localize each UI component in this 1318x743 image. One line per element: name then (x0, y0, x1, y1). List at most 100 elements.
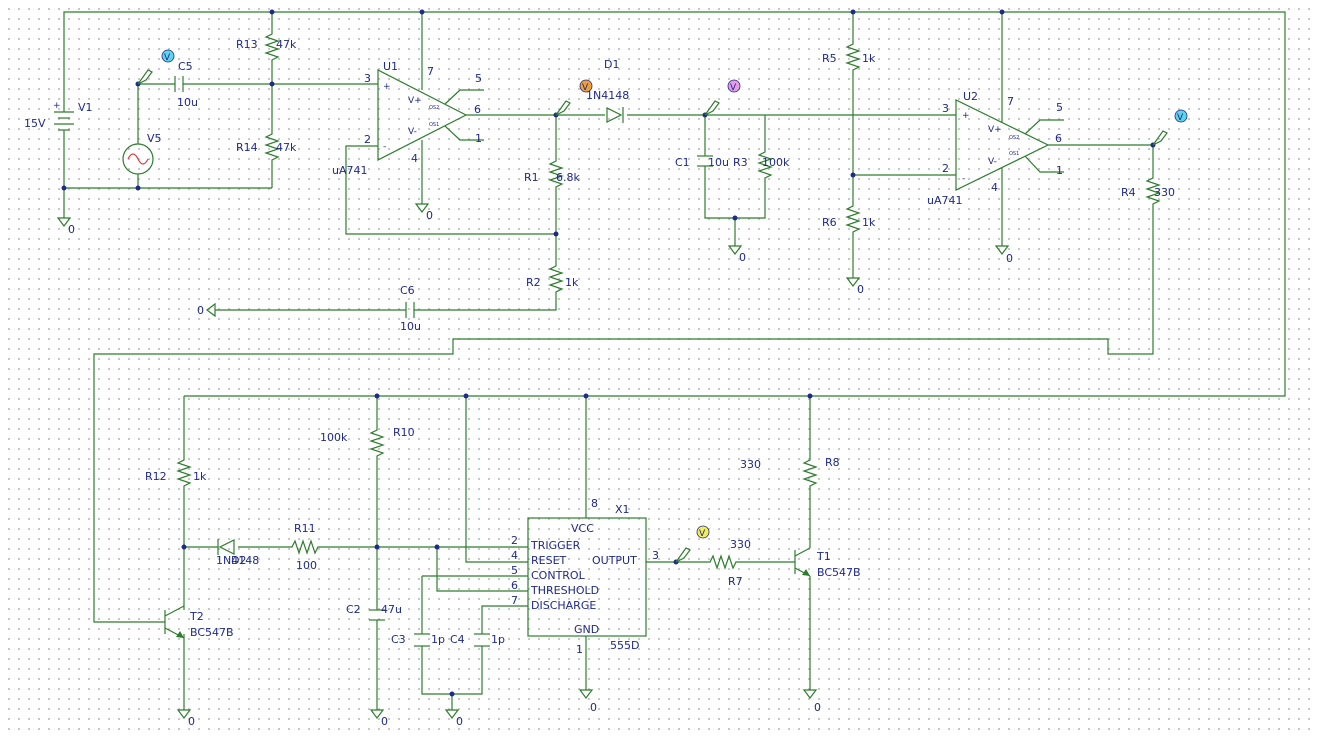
resistor-r7[interactable]: 330 R7 (706, 538, 751, 588)
u1-vplus: V+ (408, 96, 422, 106)
ground-c1: 0 (727, 245, 746, 264)
u2-vminus: V- (988, 157, 997, 167)
capacitor-c1[interactable]: C1 10u (675, 155, 729, 169)
resistor-r2[interactable]: R2 1k (526, 262, 579, 298)
x1-model: 555D (610, 639, 639, 652)
r5-ref: R5 (822, 52, 837, 65)
c4-value: 1p (491, 633, 505, 646)
opamp-u1[interactable]: + - V+ V- OS2 OS1 U1 uA741 3 2 7 4 5 6 1 (332, 60, 484, 177)
x1-ref: X1 (615, 503, 630, 516)
resistor-r8[interactable]: R8 330 (740, 456, 840, 492)
svg-text:0: 0 (68, 223, 75, 236)
resistor-r4[interactable]: R4 330 (1121, 174, 1175, 210)
r8-ref: R8 (825, 456, 840, 469)
v5-ref: V5 (147, 132, 162, 145)
x1-pin4: 4 (511, 549, 518, 562)
resistor-r13[interactable]: R13 47k (236, 30, 297, 66)
resistor-r3[interactable]: R3 100k (733, 148, 790, 184)
capacitor-c4[interactable]: C4 1p (450, 633, 505, 647)
transistor-t1[interactable]: T1 BC547B (794, 547, 861, 579)
diode-d1[interactable]: D1 1N4148 (586, 58, 629, 123)
r2-ref: R2 (526, 276, 541, 289)
timer-x1[interactable]: VCC TRIGGER RESET CONTROL THRESHOLD DISC… (511, 497, 659, 656)
r11-ref: R11 (294, 522, 316, 535)
ground-u2: 0 (994, 245, 1013, 265)
u2-vplus: V+ (988, 125, 1002, 135)
r12-ref: R12 (145, 470, 167, 483)
resistor-r12[interactable]: R12 1k (145, 456, 207, 492)
u1-pin3: 3 (364, 72, 371, 85)
diode-d2[interactable]: 1N4148 D2 (216, 539, 259, 567)
resistor-r11[interactable]: R11 100 (288, 522, 320, 572)
probe-d1[interactable]: V (555, 79, 593, 116)
u2-pin6: 6 (1055, 132, 1062, 145)
capacitor-c5[interactable]: C5 10u (174, 60, 198, 109)
probe-c1[interactable]: V (704, 79, 741, 116)
resistor-r14[interactable]: R14 47k (236, 130, 297, 166)
d2-ref: D2 (231, 554, 246, 567)
u1-ref: U1 (383, 60, 398, 73)
t2-model: BC547B (190, 626, 234, 639)
r6-value: 1k (862, 216, 876, 229)
svg-text:0: 0 (739, 251, 746, 264)
c6-ref: C6 (400, 284, 415, 297)
svg-text:V: V (699, 529, 706, 539)
x1-reset: RESET (531, 554, 567, 567)
u1-pin2: 2 (364, 133, 371, 146)
ground-t1: 0 (802, 689, 821, 714)
resistor-r6[interactable]: R6 1k (822, 202, 876, 238)
c4-ref: C4 (450, 633, 465, 646)
resistor-r5[interactable]: R5 1k (822, 40, 876, 76)
x1-threshold: THRESHOLD (530, 584, 599, 597)
transistor-t2[interactable]: T2 BC547B (164, 605, 234, 639)
svg-text:0: 0 (426, 209, 433, 222)
source-v5[interactable]: V5 (122, 132, 162, 175)
x1-pin6: 6 (511, 579, 518, 592)
d1-ref: D1 (604, 58, 619, 71)
capacitor-c3[interactable]: C3 1p (391, 633, 445, 647)
u1-os2: OS2 (429, 105, 439, 111)
r8-value: 330 (740, 458, 761, 471)
capacitor-c6[interactable]: C6 10u (400, 284, 421, 333)
u2-pin7: 7 (1007, 95, 1014, 108)
u2-minus: - (962, 174, 965, 184)
r1-value: 6.8k (556, 171, 580, 184)
svg-text:V: V (1177, 113, 1184, 123)
r7-value: 330 (730, 538, 751, 551)
r3-value: 100k (762, 156, 790, 169)
probe-x1[interactable]: V (675, 525, 710, 563)
x1-pin7: 7 (511, 594, 518, 607)
resistor-r10[interactable]: R10 100k (320, 426, 415, 462)
svg-text:V: V (730, 83, 737, 93)
wires-top (63, 11, 1286, 623)
c2-value: 47u (381, 603, 402, 616)
r3-ref: R3 (733, 156, 748, 169)
probe-v5[interactable]: V (137, 49, 175, 85)
r6-ref: R6 (822, 216, 837, 229)
ground-r6: 0 (845, 277, 864, 296)
ground-x1: 0 (578, 689, 597, 714)
v1-value: 15V (24, 117, 46, 130)
u2-pin5: 5 (1056, 101, 1063, 114)
probe-u2[interactable]: V (1152, 109, 1188, 146)
t1-ref: T1 (816, 550, 831, 563)
svg-text:0: 0 (590, 701, 597, 714)
u1-plus: + (383, 82, 391, 92)
svg-text:0: 0 (197, 304, 204, 317)
u2-pin1: 1 (1056, 164, 1063, 177)
x1-pin3: 3 (652, 549, 659, 562)
u1-minus: - (383, 142, 386, 152)
c2-ref: C2 (346, 603, 361, 616)
u1-pin5: 5 (475, 72, 482, 85)
x1-output: OUTPUT (592, 554, 637, 567)
capacitor-c2[interactable]: C2 47u (346, 603, 402, 621)
resistor-r1[interactable]: R1 6.8k (524, 158, 580, 190)
r4-value: 330 (1154, 186, 1175, 199)
u1-os1: OS1 (429, 122, 439, 128)
u2-pin4: 4 (991, 181, 998, 194)
c1-ref: C1 (675, 156, 690, 169)
battery-v1[interactable]: + V1 15V (24, 101, 93, 136)
opamp-u2[interactable]: + - V+ V- OS2 OS1 U2 uA741 3 2 7 4 5 6 1 (927, 90, 1064, 207)
u2-ref: U2 (963, 90, 978, 103)
